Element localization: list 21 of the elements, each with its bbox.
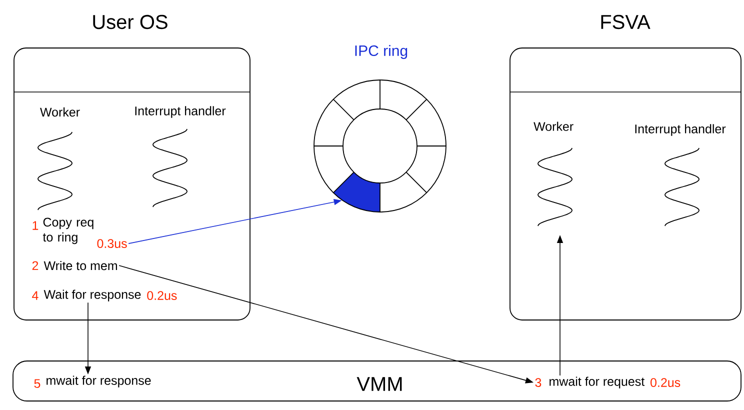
step-text: mwait for response xyxy=(46,376,151,388)
node-label: FSVA xyxy=(601,14,650,30)
step-number: 2 xyxy=(32,261,38,270)
node-label: IPC ring xyxy=(355,45,408,59)
thread-label: Interrupt handler xyxy=(135,106,226,118)
thread-label: Interrupt handler xyxy=(635,124,726,136)
step-text: Copy req to ring xyxy=(42,218,94,244)
step-number: 4 xyxy=(32,291,38,300)
step-text: mwait for request xyxy=(550,376,645,388)
thread-label: Worker xyxy=(40,107,80,117)
step-number: 1 xyxy=(32,221,38,230)
step-number: 3 xyxy=(535,378,542,387)
step-number: 5 xyxy=(34,379,40,388)
duration-label: 0.3us xyxy=(97,239,127,248)
ring-drawing: IPC ring xyxy=(314,45,446,212)
thread-label: Worker xyxy=(534,122,574,131)
node-label: User OS xyxy=(93,14,168,30)
step-text: Wait for response xyxy=(44,290,141,302)
duration-label: 0.2us xyxy=(147,291,177,300)
duration-label: 0.2us xyxy=(650,378,680,387)
step-text: Write to mem xyxy=(44,260,117,270)
